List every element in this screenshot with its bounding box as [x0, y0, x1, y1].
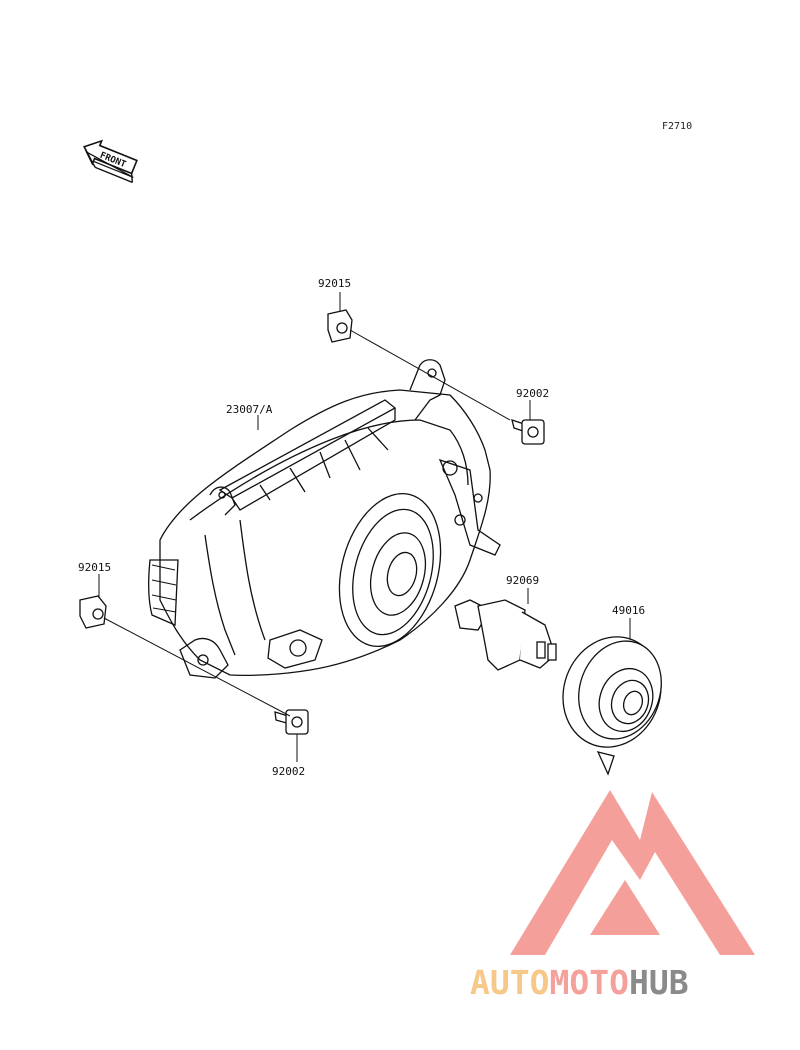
label-cover: 49016 [612, 604, 645, 617]
label-bulb: 92069 [506, 574, 539, 587]
bulb [454, 599, 557, 671]
headlight-assembly [148, 359, 501, 679]
logo-text-auto: AUTO [470, 963, 549, 1002]
logo-triangle-icon [510, 790, 755, 955]
bolt-top [511, 419, 545, 445]
label-nut-top: 92015 [318, 277, 351, 290]
front-arrow-icon: FRONT [83, 139, 138, 184]
label-bolt-top: 92002 [516, 387, 549, 400]
label-nut-left: 92015 [78, 561, 111, 574]
label-bolt-bottom: 92002 [272, 765, 305, 778]
part-labels: 92015 92002 23007/A 92015 92069 49016 92… [78, 277, 645, 778]
nut-top [327, 309, 353, 343]
svg-text:AUTOMOTOHUB: AUTOMOTOHUB [470, 963, 689, 1002]
nut-left [79, 595, 107, 629]
dust-cover [562, 636, 662, 776]
bolt-bottom [274, 709, 309, 735]
label-headlight: 23007/A [226, 403, 273, 416]
leader-lines [98, 292, 631, 762]
logo-text-hub: HUB [629, 963, 689, 1002]
automotohub-logo: AUTOMOTOHUB [470, 790, 755, 1002]
logo-text-moto: MOTO [549, 963, 628, 1002]
figure-code: F2710 [662, 121, 692, 132]
